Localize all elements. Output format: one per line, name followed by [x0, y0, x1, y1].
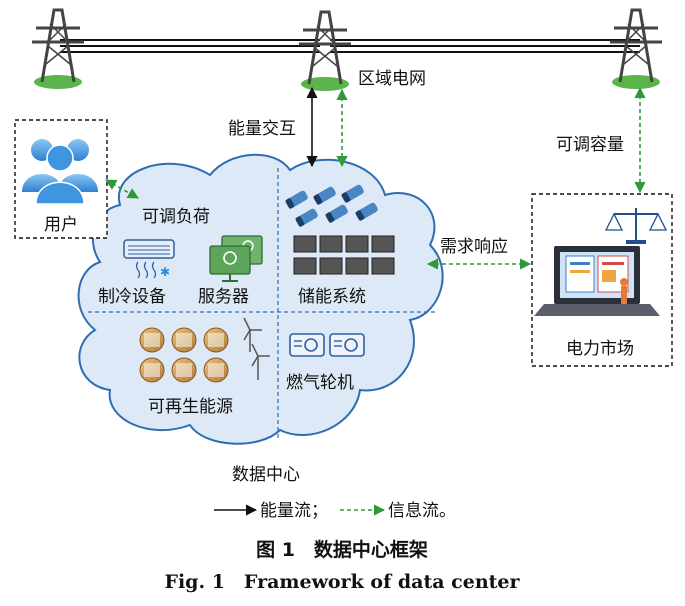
transmission-lines [60, 39, 640, 53]
user-label: 用户 [44, 215, 78, 235]
data-center-cloud [77, 153, 444, 445]
storage-system-label: 储能系统 [298, 287, 366, 307]
figure-caption-zh: 图 1 数据中心框架 [256, 538, 428, 561]
tower-icon-left [32, 8, 84, 89]
users-icon [22, 139, 98, 205]
air-conditioner-icon: ✱ [123, 239, 175, 279]
grid-label: 区域电网 [358, 69, 426, 89]
cooling-equipment-label: 制冷设备 [98, 287, 166, 307]
renewable-energy-label: 可再生能源 [148, 397, 233, 417]
adjustable-capacity-label: 可调容量 [556, 135, 624, 155]
data-center-label: 数据中心 [232, 465, 300, 485]
servers-label: 服务器 [198, 287, 249, 307]
gas-turbine-label: 燃气轮机 [286, 373, 354, 393]
tower-icon-center [299, 10, 351, 91]
battery-icons [285, 184, 378, 227]
tower-icon-right [610, 8, 662, 89]
wind-turbine-icons [243, 317, 270, 380]
legend-info-flow: 信息流。 [388, 501, 456, 521]
demand-response-label: 需求响应 [440, 237, 508, 257]
user-info-arrow [105, 179, 139, 199]
legend-energy-flow: 能量流； [260, 501, 328, 521]
energy-exchange-label: 能量交互 [228, 119, 296, 139]
server-monitor-icon [209, 235, 263, 282]
gas-turbine-icons [289, 333, 365, 357]
battery-rack-icons [293, 235, 395, 275]
svg-text:✱: ✱ [160, 265, 170, 279]
solar-panel-icons [139, 327, 229, 383]
figure-caption-en: Fig. 1 Framework of data center [164, 571, 520, 593]
laptop-market-icon [534, 246, 660, 316]
power-market-label: 电力市场 [566, 339, 634, 359]
scale-icon [604, 208, 668, 244]
adjustable-load-label: 可调负荷 [142, 207, 210, 227]
